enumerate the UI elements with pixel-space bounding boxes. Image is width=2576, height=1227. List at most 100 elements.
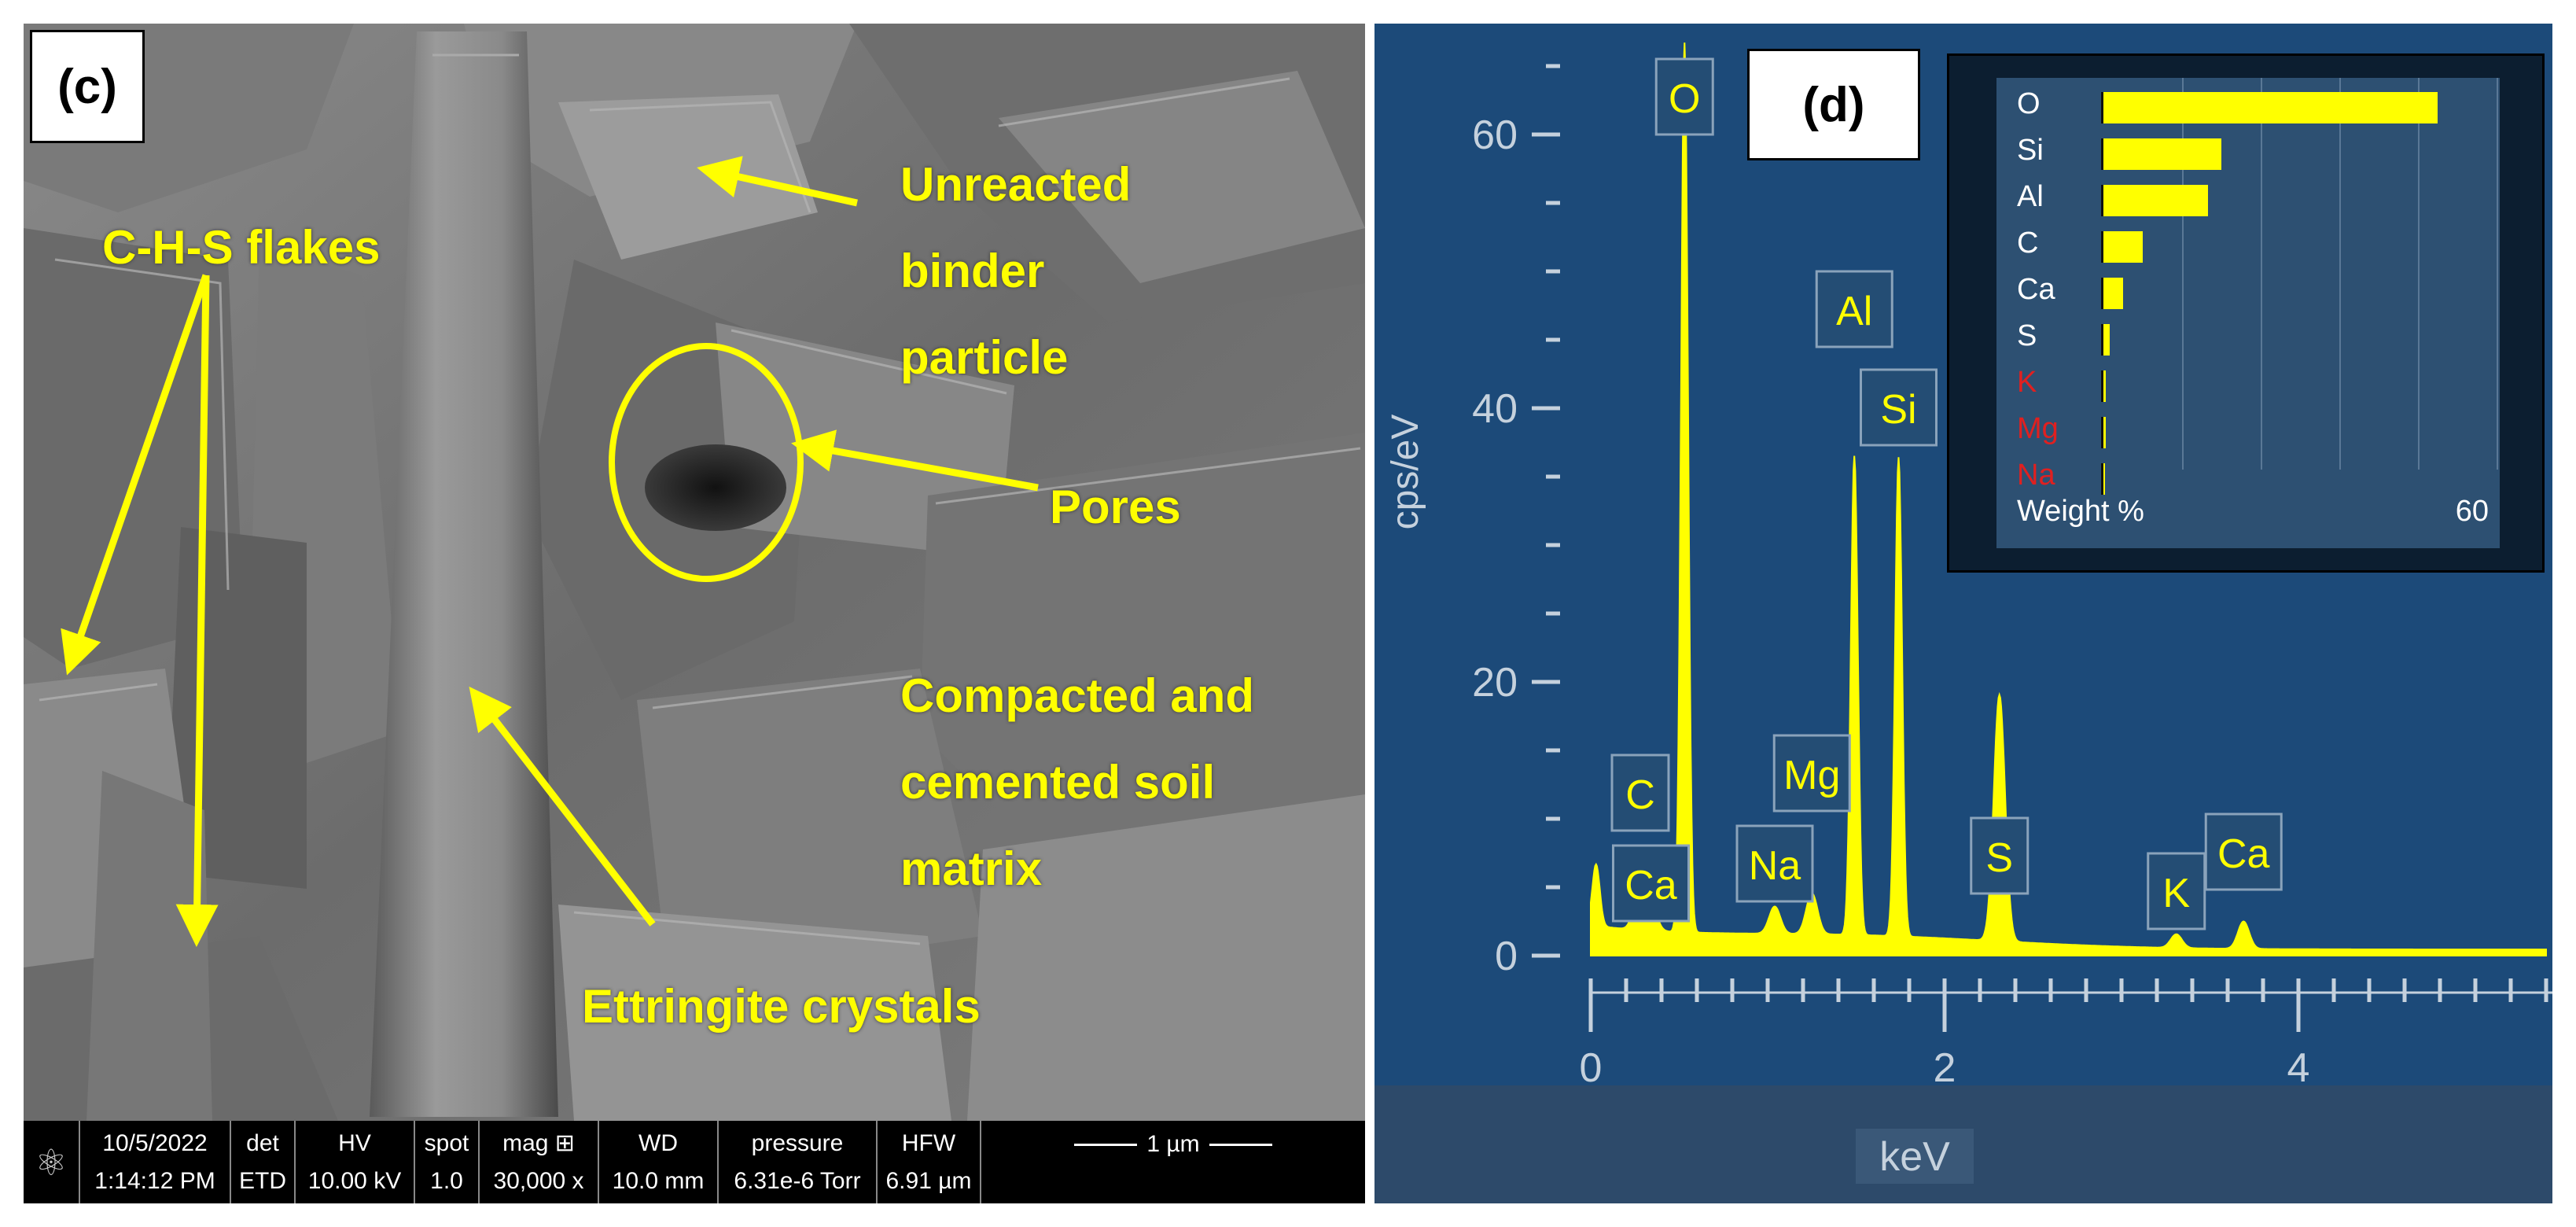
inset-category-label: Al (2017, 180, 2044, 213)
inset-bar-marker (2101, 231, 2104, 263)
peak-label-box (1970, 816, 2030, 895)
inset-bar (2103, 417, 2106, 448)
inset-bar (2103, 278, 2123, 309)
panel-label-c: (c) (30, 30, 145, 143)
peak-label: Ca (2217, 831, 2270, 877)
peak-label: K (2162, 871, 2190, 916)
sem-info-bar: ⚛ 10/5/2022 1:14:12 PM det ETD HV 10.00 … (24, 1121, 1365, 1203)
sem-micrograph-image (24, 24, 1365, 1121)
pore-circle (609, 343, 804, 582)
y-tick-label: 20 (1472, 660, 1518, 706)
annotation-ettringite: Ettringite crystals (582, 980, 981, 1033)
info-pressure: pressure 6.31e-6 Torr (719, 1121, 878, 1203)
info-hfw: HFW 6.91 µm (878, 1121, 981, 1203)
inset-gridline (2339, 78, 2341, 470)
csh-arrow-2 (175, 275, 219, 947)
inset-bar (2103, 370, 2107, 402)
y-axis-label: cps/eV (1385, 415, 1426, 530)
peak-label: Mg (1783, 753, 1840, 798)
peak-label-box (1860, 368, 1938, 447)
peak-label: C (1625, 772, 1655, 818)
y-tick-label: 0 (1495, 934, 1518, 979)
x-axis-label: keV (1879, 1134, 1950, 1180)
inset-x-max-label: 60 (2455, 495, 2489, 528)
inset-x-label: Weight % (2017, 495, 2144, 528)
panel-label-d: (d) (1747, 49, 1920, 160)
inset-bar-marker (2101, 463, 2104, 495)
peak-label-box (1815, 270, 1893, 348)
inset-category-label: Na (2017, 459, 2055, 492)
annotation-unreacted-binder: Unreacted binder particle (900, 158, 1132, 384)
eds-axes: 0 20 40 60 cps/eV 0 2 4 keV (1385, 64, 2552, 1184)
inset-bar (2103, 324, 2110, 356)
pores-arrow (791, 429, 1039, 492)
scale-bar-left (1074, 1143, 1138, 1146)
inset-bar (2103, 92, 2438, 123)
y-tick-label: 40 (1472, 386, 1518, 432)
scale-bar-right (1209, 1143, 1272, 1146)
sem-panel: (c) C-H-S flakes Unreacted binder partic… (24, 24, 1365, 1203)
inset-gridline (2497, 78, 2498, 470)
peak-label: Na (1749, 843, 1801, 889)
inset-bar-marker (2101, 417, 2104, 448)
inset-gridline (2418, 78, 2420, 470)
ettringite-arrow (469, 686, 656, 927)
y-tick-label: 60 (1472, 112, 1518, 158)
inset-bar-marker (2101, 138, 2104, 170)
info-spot: spot 1.0 (415, 1121, 480, 1203)
info-mag: mag ⊞ 30,000 x (480, 1121, 599, 1203)
x-tick-label: 0 (1580, 1045, 1603, 1091)
inset-bar-marker (2101, 278, 2104, 309)
peak-label: O (1669, 76, 1700, 122)
info-hv: HV 10.00 kV (296, 1121, 415, 1203)
peak-label: S (1985, 835, 2013, 881)
scale-label: 1 µm (1146, 1131, 1200, 1157)
inset-bar-marker (2101, 92, 2104, 123)
annotation-compacted-matrix: Compacted and cemented soil matrix (900, 669, 1255, 895)
x-axis-label-bg (1856, 1129, 1974, 1184)
peak-label: Ca (1625, 863, 1677, 908)
inset-bar (2103, 463, 2105, 495)
inset-bar-marker (2101, 324, 2104, 356)
peak-label: Al (1836, 289, 1872, 334)
inset-category-label: C (2017, 227, 2039, 260)
peak-label-box (2204, 812, 2283, 891)
info-scale: 1 µm (981, 1121, 1365, 1203)
peak-label-box (1772, 734, 1851, 812)
inset-category-label: O (2017, 87, 2041, 120)
sem-micrograph (24, 24, 1365, 1121)
atom-icon: ⚛ (24, 1121, 80, 1203)
annotation-csh-flakes: C-H-S flakes (102, 221, 381, 274)
inset-category-label: Mg (2017, 412, 2059, 445)
inset-bar (2103, 138, 2221, 170)
info-wd: WD 10.0 mm (599, 1121, 719, 1203)
peak-label-box (1610, 754, 1670, 832)
peak-label: Si (1880, 387, 1916, 433)
inset-category-label: S (2017, 319, 2037, 352)
peak-label-box (1612, 844, 1690, 923)
unreacted-arrow (697, 156, 858, 207)
inset-bar (2103, 231, 2143, 263)
peak-label-box (1654, 57, 1714, 136)
scale-bar: 1 µm (1074, 1126, 1272, 1163)
x-tick-label: 4 (2287, 1045, 2310, 1091)
csh-arrow-1 (61, 274, 210, 676)
inset-bar (2103, 185, 2209, 216)
inset-gridline (2261, 78, 2262, 470)
x-tick-label: 2 (1934, 1045, 1956, 1091)
inset-category-label: Ca (2017, 273, 2055, 306)
info-det: det ETD (231, 1121, 296, 1203)
inset-category-label: Si (2017, 134, 2044, 167)
annotation-pores: Pores (1050, 481, 1181, 533)
peak-label-box (1735, 824, 1814, 903)
peak-label-box (2147, 852, 2206, 930)
inset-bar-marker (2101, 185, 2104, 216)
inset-gridline (2182, 78, 2184, 470)
inset-bar-marker (2101, 370, 2104, 402)
annotation-arrows (61, 156, 1039, 947)
